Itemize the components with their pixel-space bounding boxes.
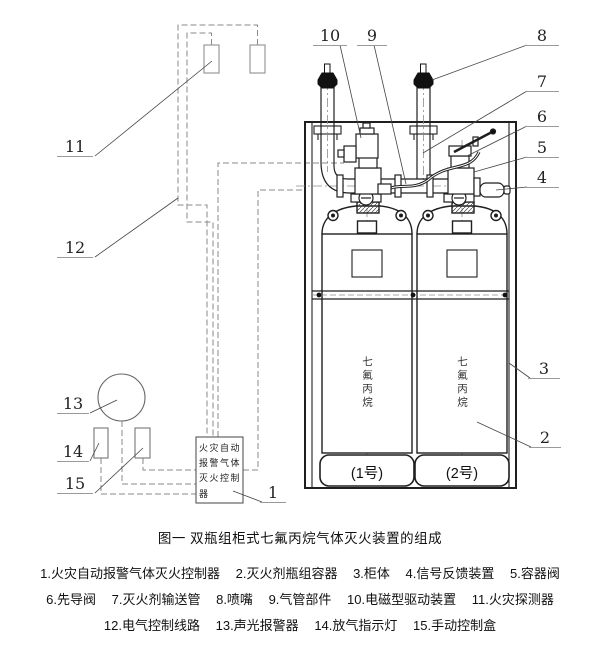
fire-detectors [203, 44, 266, 74]
callout-8: 8 [525, 26, 559, 46]
callout-3: 3 [528, 359, 560, 379]
gas-tube-assembly [377, 151, 481, 195]
controller-text-line3: 灭火控制 [199, 473, 242, 484]
cylinder-1-tag: (1号) [350, 466, 384, 482]
legend-line-2: 6.先导阀 7.灭火剂输送管 8.喷嘴 9.气管部件 10.电磁型驱动装置 11… [0, 587, 600, 613]
manual-control-box [134, 427, 151, 459]
nozzles [317, 63, 434, 89]
gas-release-indicator [93, 427, 109, 459]
legend-item: 6.先导阀 [46, 592, 96, 607]
controller-text-line1: 火灾自动 [199, 443, 242, 453]
legend-item: 13.声光报警器 [215, 618, 299, 633]
pilot-valve [448, 128, 497, 157]
electrical-control-wiring [100, 24, 344, 495]
callout-1: 1 [260, 483, 286, 503]
cylinder-1-content-label: 七氟丙烷 [361, 356, 373, 410]
legend-line-1: 1.火灾自动报警气体灭火控制器 2.灭火剂瓶组容器 3.柜体 4.信号反馈装置 … [0, 561, 600, 587]
callout-6: 6 [525, 107, 559, 127]
callout-7: 7 [525, 72, 559, 92]
callout-15: 15 [57, 474, 93, 494]
legend-item: 1.火灾自动报警气体灭火控制器 [40, 566, 220, 581]
controller-text-line4: 器 [199, 488, 210, 499]
controller-text-line2: 报警气体 [199, 458, 242, 469]
container-valve-right [426, 155, 481, 206]
cylinder-2-tag: (2号) [445, 466, 479, 482]
legend-item: 9.气管部件 [268, 592, 332, 607]
signal-feedback-device [479, 182, 511, 198]
callout-10: 10 [313, 26, 347, 46]
legend-item: 4.信号反馈装置 [405, 566, 495, 581]
controller-box-label: 火灾自动 报警气体 灭火控制 器 [199, 441, 241, 502]
cabinet [304, 121, 517, 489]
callout-4: 4 [525, 168, 559, 188]
figure-legend: 1.火灾自动报警气体灭火控制器 2.灭火剂瓶组容器 3.柜体 4.信号反馈装置 … [0, 561, 600, 639]
callout-5: 5 [525, 138, 559, 158]
solenoid-driver [337, 122, 379, 163]
callout-13: 13 [57, 394, 89, 414]
cylinder-2 [414, 201, 510, 487]
cylinder-1 [319, 201, 415, 487]
legend-item: 11.火灾探测器 [471, 592, 554, 607]
legend-item: 8.喷嘴 [216, 592, 253, 607]
legend-item: 5.容器阀 [510, 566, 560, 581]
legend-item: 3.柜体 [353, 566, 390, 581]
callout-14: 14 [57, 442, 89, 462]
legend-item: 14.放气指示灯 [314, 618, 398, 633]
legend-item: 7.灭火剂输送管 [111, 592, 201, 607]
cylinder-strap [312, 290, 509, 300]
callout-12: 12 [57, 238, 93, 258]
legend-item: 10.电磁型驱动装置 [347, 592, 457, 607]
legend-line-3: 12.电气控制线路 13.声光报警器 14.放气指示灯 15.手动控制盒 [0, 613, 600, 639]
container-valve-left [336, 155, 402, 206]
callout-2: 2 [529, 428, 561, 448]
leader-lines [89, 44, 532, 503]
legend-item: 15.手动控制盒 [413, 618, 497, 633]
figure-caption: 图一 双瓶组柜式七氟丙烷气体灭火装置的组成 [157, 531, 443, 546]
legend-item: 2.灭火剂瓶组容器 [235, 566, 338, 581]
callout-9: 9 [357, 26, 387, 46]
sound-light-alarm [97, 373, 146, 422]
legend-item: 12.电气控制线路 [103, 618, 200, 633]
cylinder-2-content-label: 七氟丙烷 [456, 356, 468, 410]
callout-11: 11 [57, 137, 93, 157]
